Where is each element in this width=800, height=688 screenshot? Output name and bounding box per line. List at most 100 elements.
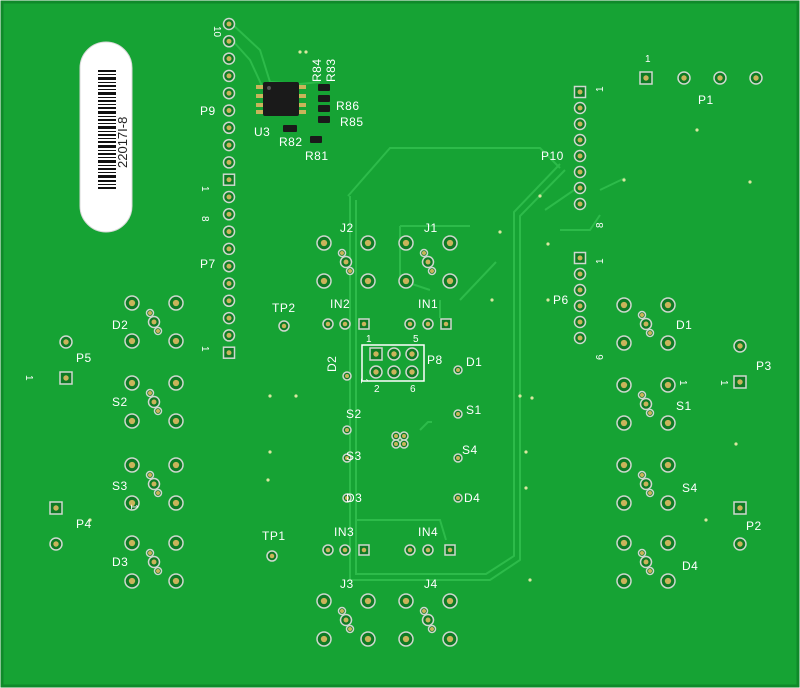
header-pin [573, 315, 587, 329]
sticker-code: 22017I-8 [115, 117, 130, 168]
cluster-d3-left-pad [124, 573, 140, 589]
header-pin [573, 133, 587, 147]
p2-pin-1: 1 [677, 380, 688, 386]
pin-label-1a: 1 [199, 186, 210, 192]
p4-pin-1: 1 [128, 504, 139, 510]
cluster-j3-via [337, 606, 347, 616]
cluster-s3-left-via [153, 488, 163, 498]
label-d3-center: D3 [346, 491, 362, 505]
header-pin [573, 165, 587, 179]
header-pin [222, 277, 236, 290]
via [530, 396, 534, 400]
cluster-j1-pad [398, 273, 414, 289]
via [695, 128, 699, 132]
via [524, 450, 528, 454]
smd-pad [391, 439, 401, 449]
cluster-s1-right-pad [616, 415, 632, 431]
via [524, 486, 528, 490]
cluster-d4-right-pad [616, 573, 632, 589]
label-j4: J4 [424, 577, 438, 591]
cluster-d2-left-pad [168, 333, 184, 349]
label-s3-left: S3 [112, 479, 128, 493]
cluster-j1-center [421, 255, 435, 269]
in-pad [339, 544, 351, 556]
p1-pad [749, 71, 763, 85]
header-pin [222, 346, 236, 359]
cluster-d1-right-pad [616, 335, 632, 351]
label-s1-center: S1 [466, 403, 482, 417]
cluster-d1-right-via [645, 328, 655, 338]
cluster-d3-left-center [147, 555, 161, 569]
cluster-d1-right-pad [616, 297, 632, 313]
header-pin [222, 121, 236, 135]
p8-pin-2: 2 [374, 384, 380, 395]
pin-label-1e: 1 [358, 378, 369, 384]
via [268, 450, 272, 454]
header-pin [222, 69, 236, 83]
cluster-s2-left-pad [124, 413, 140, 429]
chip-u3 [256, 82, 306, 116]
p8-pin [387, 347, 401, 361]
header-pin [222, 311, 236, 325]
cluster-s4-right-pad [660, 457, 676, 473]
header-pin [222, 329, 236, 342]
label-p4: P4 [76, 517, 92, 531]
label-p7: P7 [200, 257, 216, 271]
cluster-s2-left-center [147, 395, 161, 409]
cluster-d2-left-center [147, 315, 161, 329]
cluster-s3-left-pad [124, 495, 140, 511]
smd-pad [399, 439, 409, 449]
pin-label-10: 10 [211, 26, 222, 38]
header-pin [222, 294, 236, 308]
via [294, 394, 298, 398]
cluster-j4-pad [442, 631, 458, 647]
smd-pad [342, 453, 352, 463]
p8-pin [387, 365, 401, 379]
label-d2-left: D2 [112, 318, 128, 332]
barcode [98, 70, 116, 189]
header-pin [222, 173, 236, 186]
cluster-s1-right-via [637, 390, 647, 400]
cluster-s1-right-pad [616, 377, 632, 393]
via [88, 518, 92, 522]
header-pin [222, 190, 236, 204]
via [498, 230, 502, 234]
in-pad [404, 544, 416, 556]
cluster-s4-right-center [639, 477, 653, 491]
label-p5: P5 [76, 351, 92, 365]
cluster-d4-right-pad [660, 573, 676, 589]
in-pad [322, 318, 334, 330]
label-r84: R84 [310, 58, 324, 82]
p8-pin-6: 6 [410, 384, 416, 395]
label-s4-center: S4 [462, 443, 478, 457]
smd-pad [342, 425, 352, 435]
label-d2-center: D2 [325, 356, 339, 372]
smd-pad [453, 365, 463, 375]
pin-label-1b: 1 [199, 346, 210, 352]
pad-layer [49, 17, 763, 647]
in-pad [444, 544, 456, 556]
cluster-d2-left-pad [124, 295, 140, 311]
header-pin [222, 225, 236, 238]
smd-pad [391, 431, 401, 441]
header-pin [222, 86, 236, 100]
cluster-s2-left-pad [168, 413, 184, 429]
smd-pad [399, 431, 409, 441]
via [622, 178, 626, 182]
cluster-d2-left-via [145, 308, 155, 318]
header-pin [222, 242, 236, 256]
label-j3: J3 [340, 577, 354, 591]
label-u3: U3 [254, 125, 270, 139]
cluster-d1-right-via [637, 310, 647, 320]
label-in2: IN2 [330, 297, 350, 311]
in-pad [422, 544, 434, 556]
label-s3-center: S3 [346, 449, 362, 463]
header-pin [222, 35, 236, 48]
silkscreen: U3 R82 R81 R85 R86 R84 R83 P9 P7 P10 P6 … [23, 26, 771, 591]
header-pin [573, 283, 587, 297]
header-pin [573, 197, 587, 211]
via [546, 242, 550, 246]
resistors [283, 84, 330, 143]
smd-pad [342, 371, 352, 381]
